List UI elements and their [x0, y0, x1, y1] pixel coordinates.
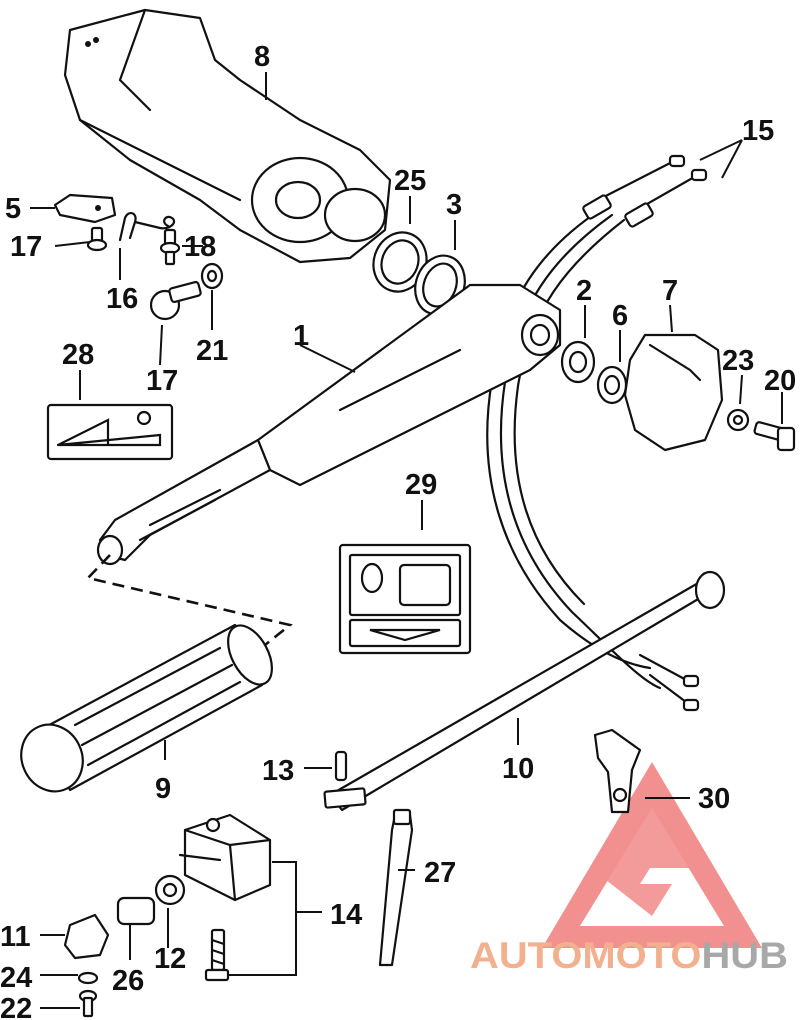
- callout-2: 2: [576, 275, 592, 307]
- part-2-bushing: [560, 340, 596, 384]
- part-21-screw: [78, 989, 98, 1018]
- part-26-spring: [116, 896, 156, 926]
- part-30-clip: [593, 728, 642, 814]
- watermark-text-part2: HUB: [701, 935, 788, 976]
- callout-27: 27: [424, 857, 456, 889]
- part-29-decal: [338, 543, 472, 655]
- part-10-rod: [323, 570, 726, 812]
- callout-5: 5: [5, 193, 21, 225]
- watermark-triangle-icon: [542, 762, 762, 948]
- callout-21: 22: [0, 993, 32, 1020]
- part-27-cable-tie: [378, 808, 414, 967]
- callout-25: 25: [394, 165, 426, 197]
- part-11-knob: [63, 913, 110, 960]
- leader-lines: [30, 72, 783, 1009]
- watermark-g-icon: [606, 806, 690, 916]
- callout-29: 29: [405, 469, 437, 501]
- callout-15: 15: [742, 115, 774, 147]
- callout-20: 20: [764, 365, 796, 397]
- part-22-washer: [200, 262, 224, 290]
- callout-labels: 8 25 3 1 2 6 7 23 20 15 5 17 16 18 21 17…: [0, 41, 796, 1020]
- callout-30: 30: [698, 783, 730, 815]
- callout-18: 17: [10, 231, 42, 263]
- watermark-text-part1: AUTOMOTO: [470, 935, 701, 976]
- callout-19: 18: [184, 231, 216, 263]
- part-6-washer: [596, 365, 628, 405]
- part-16-spring: [118, 212, 176, 242]
- callout-26: 26: [112, 965, 144, 997]
- part-20-bolt: [753, 421, 796, 452]
- callout-12: 12: [154, 943, 186, 975]
- part-14-screw: [204, 928, 230, 982]
- part-9-grip: [20, 623, 273, 793]
- part-28-decal: [46, 403, 174, 461]
- part-14-block: [178, 813, 272, 902]
- callout-14: 14: [330, 899, 362, 931]
- part-19-screw: [159, 228, 181, 266]
- callout-23: 23: [722, 345, 754, 377]
- part-17-bolt: [149, 280, 202, 321]
- callout-6: 6: [612, 300, 628, 332]
- part-18-screw: [86, 226, 108, 252]
- callout-9: 9: [155, 773, 171, 805]
- part-12-sleeve: [154, 874, 186, 906]
- callout-11: 11: [0, 921, 31, 953]
- part-23-nut: [726, 408, 750, 432]
- callout-28: 28: [62, 339, 94, 371]
- callout-24: 24: [0, 962, 32, 994]
- part-13-pin: [334, 750, 348, 782]
- callout-22: 21: [196, 335, 228, 367]
- part-1-tiller-arm: [96, 283, 562, 566]
- callout-1: 1: [293, 320, 309, 352]
- callout-16: 16: [106, 283, 138, 315]
- part-5-plate: [53, 193, 117, 224]
- callout-13: 13: [262, 755, 294, 787]
- part-24-washer: [77, 971, 99, 985]
- callout-10: 10: [502, 753, 534, 785]
- cable-set: [486, 154, 708, 712]
- callout-7: 7: [662, 275, 678, 307]
- watermark-logo: [542, 762, 762, 948]
- assembly-dash-line: [85, 554, 293, 647]
- part-25-ring: [372, 231, 428, 293]
- callout-17: 17: [146, 365, 178, 397]
- callout-3: 3: [446, 189, 462, 221]
- part-8-housing: [63, 8, 392, 264]
- callout-8: 8: [254, 41, 270, 73]
- part-7-end-cap: [623, 333, 724, 452]
